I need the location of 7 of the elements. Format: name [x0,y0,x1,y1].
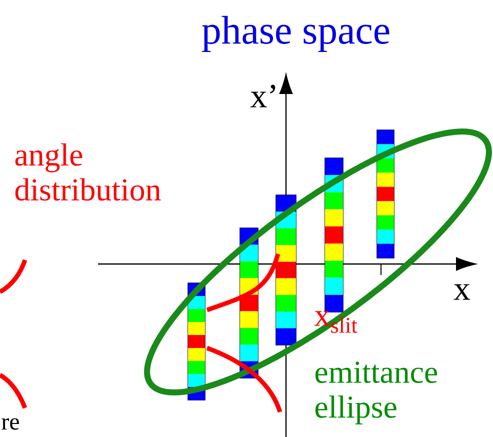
title: phase space [202,16,390,52]
axis-label: x [454,284,470,300]
annotation: x$_{slit}$ [314,311,358,333]
axis-label: x’ [250,84,276,108]
annotation: emittance ellipse [315,362,438,424]
annotation: angle distribution [15,143,161,201]
annotation: re [2,418,19,430]
